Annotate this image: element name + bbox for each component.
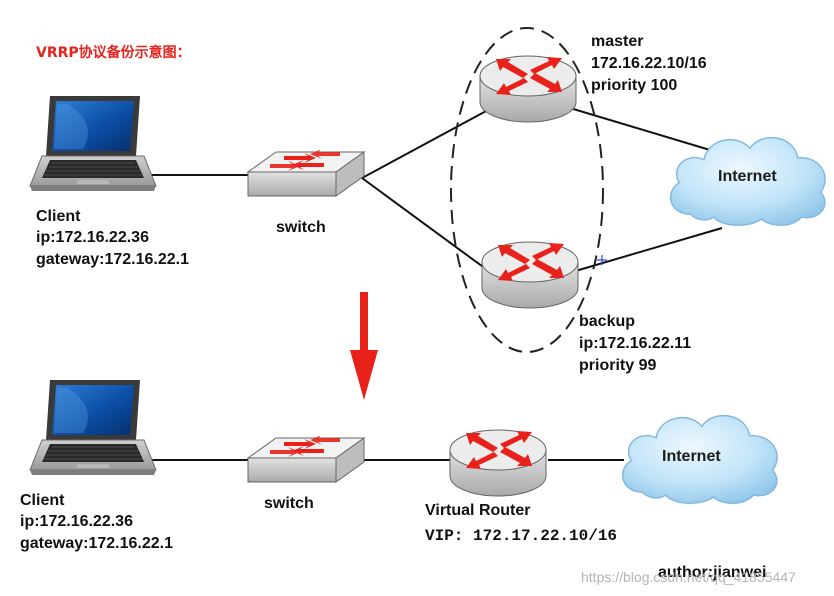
internet-label: Internet [718, 168, 777, 185]
vip-label: VIP: 172.17.22.10/16 [425, 527, 617, 545]
master-role: master [591, 33, 643, 50]
link-switch-master [361, 109, 489, 179]
diagram-title: VRRP协议备份示意图： [36, 44, 191, 61]
backup-router-icon [481, 241, 579, 309]
author-label: author:jianwei [658, 564, 766, 581]
backup-priority: priority 99 [579, 357, 656, 374]
master-priority: priority 100 [591, 77, 677, 94]
backup-ip: ip:172.16.22.11 [579, 335, 691, 352]
switch-icon [247, 150, 365, 197]
transition-arrow-icon [350, 292, 378, 400]
master-ip: 172.16.22.10/16 [591, 55, 707, 72]
switch-label: switch [276, 219, 326, 236]
virtual-router-label: Virtual Router [425, 502, 531, 519]
client-gateway: gateway:172.16.22.1 [36, 251, 189, 268]
client-laptop-icon [29, 95, 157, 192]
top-links [150, 107, 723, 273]
vrrp-group-ellipse [450, 27, 604, 353]
virtual-router-icon [449, 429, 547, 497]
link-master-internet [569, 107, 711, 151]
client-ip: ip:172.16.22.36 [36, 229, 149, 246]
switch-icon-bottom [247, 436, 365, 483]
client-name-bottom: Client [20, 492, 65, 509]
link-switch-backup [361, 177, 491, 273]
client-gateway-bottom: gateway:172.16.22.1 [20, 535, 173, 552]
client-laptop-icon-bottom [29, 379, 157, 476]
backup-role: backup [579, 313, 635, 330]
switch-label-bottom: switch [264, 495, 314, 512]
client-name: Client [36, 208, 81, 225]
link-backup-internet [571, 227, 723, 273]
watermark: https://blog.csdn.net/qq_41855447 [581, 569, 796, 585]
cursor-cross-icon [597, 255, 607, 265]
internet-label-bottom: Internet [662, 448, 721, 465]
client-ip-bottom: ip:172.16.22.36 [20, 513, 133, 530]
master-router-icon [479, 55, 577, 123]
